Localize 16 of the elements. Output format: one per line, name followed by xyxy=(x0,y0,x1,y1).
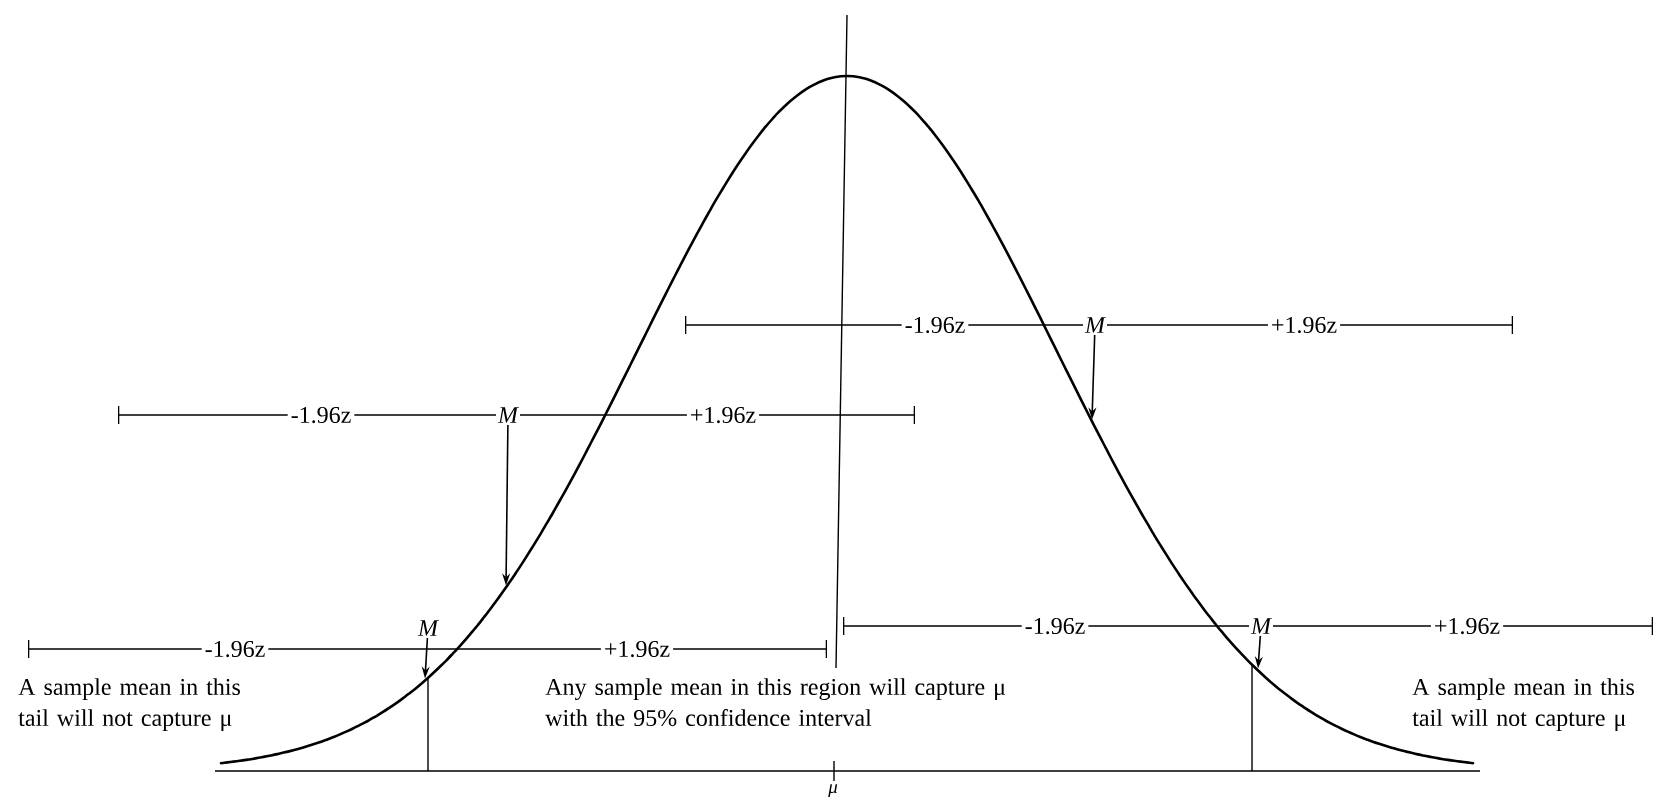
annotation-text: Any sample mean in this region will capture μ with the 95% confidence interval xyxy=(545,678,1006,727)
interval-label: -1.96z xyxy=(1021,614,1089,638)
interval-label: +1.96z xyxy=(1267,313,1341,337)
interval-label: +1.96z xyxy=(600,637,674,661)
mean-label: M xyxy=(496,405,520,425)
interval-label: -1.96z xyxy=(201,637,269,661)
interval-label: +1.96z xyxy=(686,403,760,427)
interval-label: +1.96z xyxy=(1430,614,1504,638)
axis-label: μ xyxy=(828,784,838,797)
interval-label: -1.96z xyxy=(901,313,969,337)
mean-label: M xyxy=(1249,616,1273,636)
interval-label: -1.96z xyxy=(287,403,355,427)
mean-label: M xyxy=(1083,315,1107,335)
annotation-text: A sample mean in this tail will not capture μ xyxy=(1412,678,1634,731)
mean-label: M xyxy=(416,618,440,638)
annotation-text: A sample mean in this tail will not capture μ xyxy=(18,678,240,731)
